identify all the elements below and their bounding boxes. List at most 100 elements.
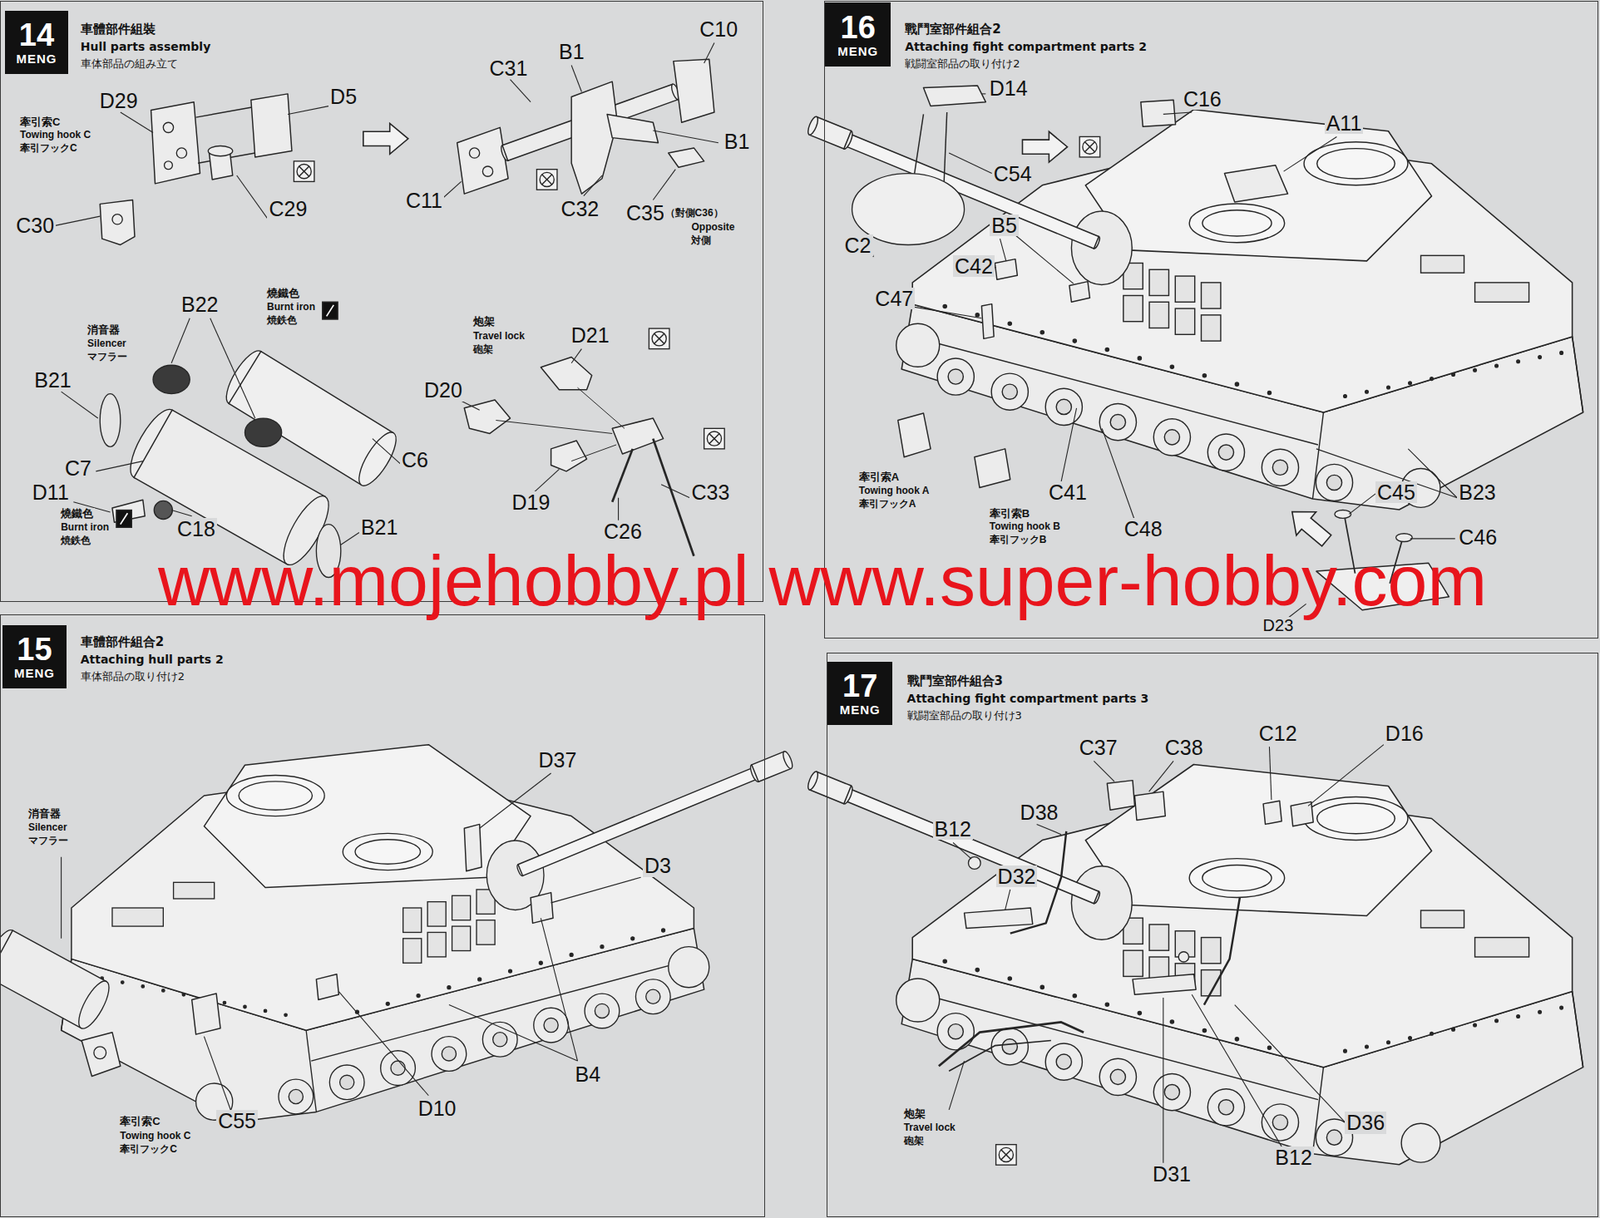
road-wheel — [948, 1024, 963, 1040]
leader-line — [981, 266, 996, 272]
note-text: Burnt iron — [265, 301, 317, 313]
no-cement-symbol — [299, 166, 310, 177]
track-link-armor — [1175, 276, 1195, 302]
engine-grille — [1475, 282, 1530, 302]
gun-mantlet — [1071, 211, 1132, 285]
rivet — [1365, 1045, 1369, 1049]
part-circle — [1178, 952, 1189, 963]
road-wheel — [543, 1018, 559, 1033]
track-link-armor — [1123, 950, 1143, 977]
step-title: Attaching fight compartment parts 3 — [907, 692, 1150, 706]
leader-line — [540, 918, 578, 1062]
road-wheel — [1153, 419, 1191, 456]
engine-grille — [1421, 910, 1465, 929]
travel-lock-part — [540, 356, 592, 390]
hatch — [1189, 859, 1284, 899]
part-number: C55 — [216, 1110, 258, 1132]
rivet — [222, 1001, 226, 1004]
hatch — [226, 775, 325, 816]
rivet — [631, 937, 635, 941]
no-cement-symbol — [1084, 142, 1095, 153]
leader-line — [338, 992, 429, 1097]
pin-part — [1344, 518, 1355, 573]
part-number: B5 — [989, 214, 1019, 237]
note-text: マフラー — [26, 835, 70, 847]
leader-line — [95, 461, 143, 472]
leader-line — [1093, 760, 1115, 782]
part-number: D21 — [569, 324, 612, 346]
hull-part — [530, 893, 554, 924]
rivet — [1408, 1037, 1413, 1041]
road-wheel — [288, 1089, 303, 1104]
step-badge: 16MENG — [824, 2, 891, 66]
road-wheel — [1045, 1043, 1082, 1081]
idler-wheel — [196, 1083, 233, 1121]
rivet — [1007, 977, 1012, 981]
no-cement-symbol — [654, 333, 665, 344]
road-wheel — [1110, 1069, 1126, 1085]
part-leg — [943, 112, 948, 186]
towing-hook-part — [898, 413, 931, 458]
tank-casemate — [1085, 109, 1432, 262]
tank-hull — [903, 334, 1319, 445]
road-wheel — [948, 369, 963, 385]
road-wheel — [1099, 1058, 1136, 1096]
rivet — [1538, 1011, 1542, 1015]
leader-line — [287, 106, 329, 115]
antenna-wire — [1204, 898, 1240, 1006]
leader-line — [1000, 238, 1007, 262]
road-wheel — [278, 1079, 314, 1115]
rivet — [182, 993, 185, 997]
part-number: C48 — [1122, 518, 1165, 540]
part-number: C31 — [488, 57, 530, 80]
track-link-armor — [427, 932, 446, 957]
towing-hook-part — [81, 1032, 121, 1077]
brand-logo: MENG — [839, 703, 881, 717]
rivet — [538, 961, 543, 965]
no-cement-symbol — [709, 433, 720, 444]
no-cement-symbol — [1084, 142, 1095, 153]
leader-line — [1407, 449, 1457, 499]
leader-line — [1410, 538, 1456, 539]
part-circle — [93, 1046, 107, 1060]
no-cement-symbol — [1082, 139, 1097, 154]
no-cement-symbol — [539, 172, 554, 187]
no-cement-symbol — [654, 333, 665, 344]
rivet — [1170, 365, 1174, 369]
bracket-bar — [964, 908, 1033, 929]
hatch — [342, 833, 433, 870]
hull-part — [1069, 281, 1091, 303]
road-wheel — [1207, 1089, 1245, 1126]
part-number: B21 — [32, 369, 73, 391]
rivet — [1040, 330, 1044, 335]
gun-barrel — [834, 129, 1099, 249]
gun-mantlet — [1071, 866, 1132, 940]
step-title: 戰鬥室部件組合3 — [907, 674, 1003, 689]
leader-line — [652, 130, 719, 144]
tank-hull — [1572, 336, 1584, 413]
travel-lock-leg — [652, 439, 694, 557]
travel-lock-part — [948, 1041, 1052, 1072]
part-number: C16 — [1181, 88, 1224, 110]
road-wheel — [1002, 1039, 1018, 1055]
no-cement-symbol — [648, 328, 670, 350]
tank-deck — [912, 136, 1572, 413]
leader-line — [210, 318, 256, 419]
rivet — [1560, 1006, 1564, 1010]
leader-line — [948, 1061, 964, 1111]
no-cement-symbol — [648, 328, 670, 350]
leader-line — [1316, 449, 1457, 499]
part-number: D31 — [1150, 1163, 1193, 1186]
step-panel: 車體部件組合2Attaching hull parts 2車体部品の取り付け21… — [0, 614, 766, 1218]
rivet — [1170, 1020, 1174, 1024]
silencer-disk — [316, 524, 341, 578]
rivet — [1451, 1027, 1456, 1032]
leader-line — [60, 857, 62, 939]
note-text: 牽引索C — [18, 116, 62, 129]
note-text: 炮架 — [902, 1108, 928, 1121]
rivet — [661, 928, 666, 933]
step-title: 戦闘室部品の取り付け3 — [907, 710, 1023, 722]
no-cement-symbol — [536, 169, 558, 191]
leader-line — [440, 181, 462, 200]
towing-hook-tab — [99, 199, 135, 245]
